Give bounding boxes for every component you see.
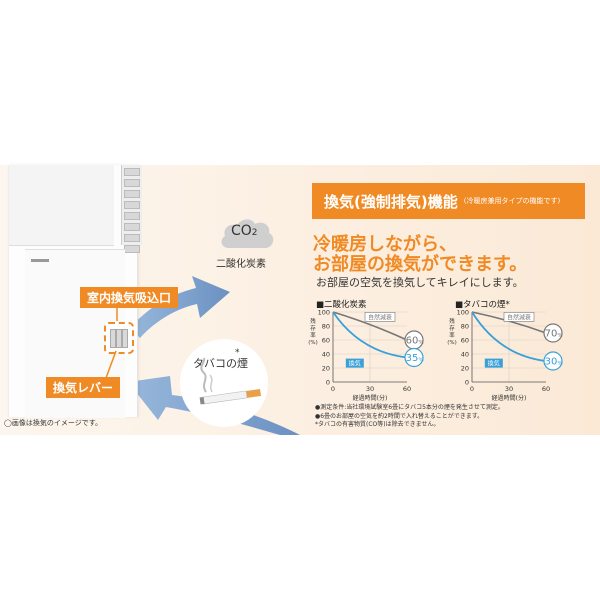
image-caption: ◯画像は換気のイメージです。 bbox=[4, 419, 102, 427]
series-line-ventilation bbox=[332, 311, 408, 359]
end-unit-ventilation: % bbox=[557, 361, 562, 367]
series-tag-ventilation-box bbox=[345, 358, 364, 368]
chart-title-smoke: ■タバコの煙* bbox=[455, 300, 510, 310]
tobacco-circle bbox=[180, 339, 268, 427]
headline-line2: お部屋の換気ができます。 bbox=[313, 254, 528, 275]
co2-text: CO bbox=[231, 223, 252, 239]
y-tick-label: 40 bbox=[322, 351, 330, 359]
y-axis-label: 残 bbox=[310, 317, 316, 325]
x-tick-label: 60 bbox=[403, 385, 411, 393]
tobacco-label: タバコの煙 * bbox=[193, 348, 248, 371]
y-axis-label: 残 bbox=[449, 317, 455, 325]
note-line: ●測定条件:当社環境試験室6畳にタバコ5本分の煙を発生させて測定。 bbox=[315, 404, 504, 411]
end-unit-ventilation: % bbox=[418, 358, 423, 364]
y-tick-label: 100 bbox=[457, 309, 469, 317]
y-tick-label: 40 bbox=[461, 351, 469, 359]
headline-line1: 冷暖房しながら、 bbox=[313, 234, 457, 255]
end-value-natural: 70 bbox=[545, 329, 558, 340]
subline: お部屋の空気を換気してキレイにします。 bbox=[316, 276, 524, 289]
end-marker-ventilation bbox=[404, 347, 424, 368]
end-unit-natural: % bbox=[557, 333, 562, 339]
y-tick-label: 60 bbox=[322, 337, 330, 345]
arrow-up bbox=[130, 276, 230, 338]
co2-cloud-icon: CO2 bbox=[217, 212, 277, 256]
co2-subscript: 2 bbox=[251, 228, 258, 238]
series-tag-ventilation: 換気 bbox=[488, 360, 500, 368]
feature-subtitle: (冷暖房兼用タイプの機能です) bbox=[463, 197, 561, 205]
end-unit-natural: % bbox=[418, 340, 423, 346]
end-value-natural: 60 bbox=[406, 336, 419, 347]
series-line-ventilation bbox=[471, 311, 547, 362]
y-axis-label: (%) bbox=[308, 340, 318, 346]
y-tick-label: 0 bbox=[326, 379, 330, 387]
x-tick-label: 30 bbox=[505, 385, 513, 393]
y-axis-label: 存 bbox=[449, 324, 455, 332]
y-tick-label: 60 bbox=[461, 337, 469, 345]
chart-title-co2: ■二酸化炭素 bbox=[316, 300, 367, 310]
series-tag-natural: 自然減衰 bbox=[368, 313, 392, 321]
series-tag-natural: 自然減衰 bbox=[507, 313, 531, 321]
x-axis-label: 経過時間(分) bbox=[492, 394, 527, 402]
unit-top bbox=[9, 165, 114, 246]
x-tick-label: 60 bbox=[542, 385, 550, 393]
y-tick-label: 80 bbox=[322, 323, 330, 331]
unit-louver bbox=[121, 165, 142, 253]
intake-vent bbox=[104, 322, 134, 354]
x-tick-label: 30 bbox=[366, 385, 374, 393]
note-line: *タバコの有害物質(CO等)は除去できません。 bbox=[315, 421, 440, 428]
series-tag-ventilation: 換気 bbox=[349, 360, 361, 368]
x-tick-label: 0 bbox=[470, 385, 474, 393]
intake-label: 室内換気吸込口 bbox=[80, 287, 179, 308]
feature-title-box: 換気(強制排気)機能 (冷暖房兼用タイプの機能です) bbox=[312, 183, 585, 219]
series-line-natural bbox=[332, 311, 408, 341]
y-tick-label: 80 bbox=[461, 323, 469, 331]
series-tag-natural-box bbox=[503, 312, 535, 322]
brand-mark bbox=[31, 259, 49, 262]
end-value-ventilation: 35 bbox=[406, 353, 419, 364]
tobacco-star: * bbox=[235, 348, 240, 358]
y-tick-label: 100 bbox=[318, 309, 330, 317]
feature-title: 換気(強制排気)機能 bbox=[324, 192, 458, 211]
series-tag-natural-box bbox=[364, 312, 396, 322]
y-axis-label: 存 bbox=[310, 324, 316, 332]
y-tick-label: 0 bbox=[465, 379, 469, 387]
end-marker-natural bbox=[543, 323, 563, 343]
y-axis-label: 率 bbox=[310, 331, 316, 339]
x-axis-label: 経過時間(分) bbox=[353, 394, 388, 402]
note-line: ●6畳のお部屋の空気を約2時間で入れ替えることができます。 bbox=[315, 412, 484, 420]
end-value-ventilation: 30 bbox=[545, 357, 558, 368]
tobacco-text: タバコの煙 bbox=[193, 357, 248, 370]
notes: ●測定条件:当社環境試験室6畳にタバコ5本分の煙を発生させて測定。 ●6畳のお部… bbox=[315, 404, 504, 430]
y-axis-label: (%) bbox=[447, 340, 457, 346]
y-tick-label: 20 bbox=[322, 365, 330, 373]
x-tick-label: 0 bbox=[331, 385, 335, 393]
series-tag-ventilation-box bbox=[484, 358, 503, 368]
y-axis-label: 率 bbox=[449, 331, 455, 339]
y-tick-label: 20 bbox=[461, 365, 469, 373]
end-marker-ventilation bbox=[543, 351, 563, 371]
co2-caption: 二酸化炭素 bbox=[216, 259, 266, 270]
lever-label: 換気レバー bbox=[46, 377, 121, 398]
